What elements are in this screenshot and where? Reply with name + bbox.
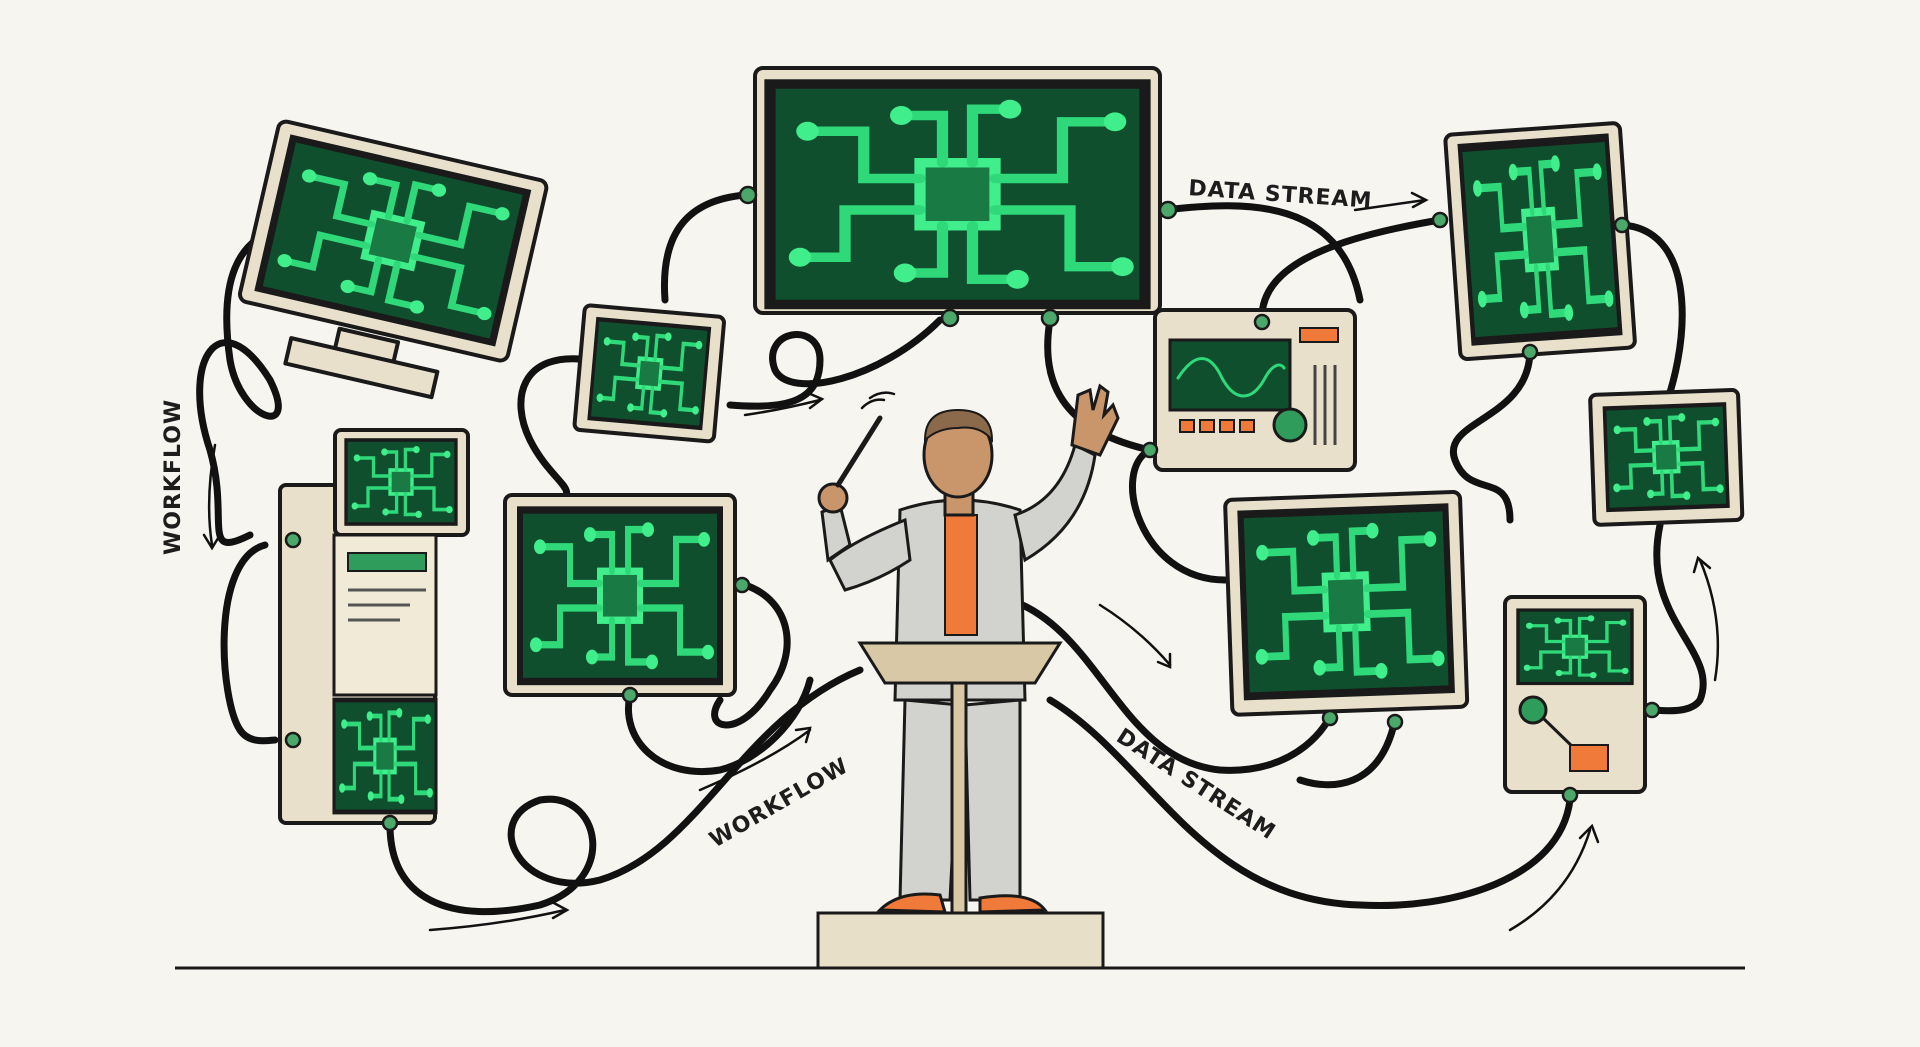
cable-15	[1296, 716, 1399, 789]
cables	[196, 191, 1707, 915]
cable-5	[517, 355, 594, 504]
circuit-screen-icon	[334, 700, 436, 812]
screen-top-right	[1443, 121, 1637, 361]
circuit-screen-icon	[589, 319, 709, 428]
cable-9	[1044, 316, 1154, 454]
screen-top-center	[738, 66, 1178, 328]
cable-12	[1129, 446, 1229, 584]
cable-16	[1449, 346, 1534, 524]
flow-arrows	[202, 191, 1720, 932]
circuit-screen-icon	[1604, 404, 1727, 510]
circuit-screen-icon	[1241, 507, 1452, 696]
cable-2	[220, 541, 279, 745]
cable-7	[711, 581, 791, 729]
cable-3	[386, 666, 864, 915]
label-workflow-left: WORKFLOW	[161, 399, 186, 555]
circuit-screen-icon	[520, 510, 720, 682]
screen-mid-left-small	[572, 303, 726, 444]
cable-18	[1646, 521, 1707, 715]
screen-center-right	[1223, 490, 1470, 717]
baton-icon	[835, 415, 883, 488]
circuit-screen-icon	[770, 84, 1145, 305]
control-box-right	[1503, 595, 1661, 804]
monitor-top-left	[237, 119, 549, 400]
cable-8	[625, 676, 814, 775]
oscilloscope-device	[1141, 308, 1357, 472]
circuit-screen-icon	[1516, 608, 1634, 686]
cable-1	[196, 221, 304, 546]
circuit-screen-icon	[344, 438, 458, 526]
label-data-stream-bottom: DATA STREAM	[1112, 724, 1280, 845]
screen-center-left	[503, 493, 751, 704]
circuit-screen-icon	[1460, 138, 1620, 342]
cable-10	[1161, 202, 1364, 304]
cable-11	[1258, 216, 1444, 324]
cable-14	[1046, 696, 1574, 910]
tower-device-left	[278, 428, 470, 832]
cable-6	[726, 316, 944, 410]
cable-4	[660, 191, 749, 304]
podium-icon	[816, 641, 1105, 970]
cable-13	[1006, 596, 1334, 774]
screen-right-small	[1588, 388, 1745, 527]
